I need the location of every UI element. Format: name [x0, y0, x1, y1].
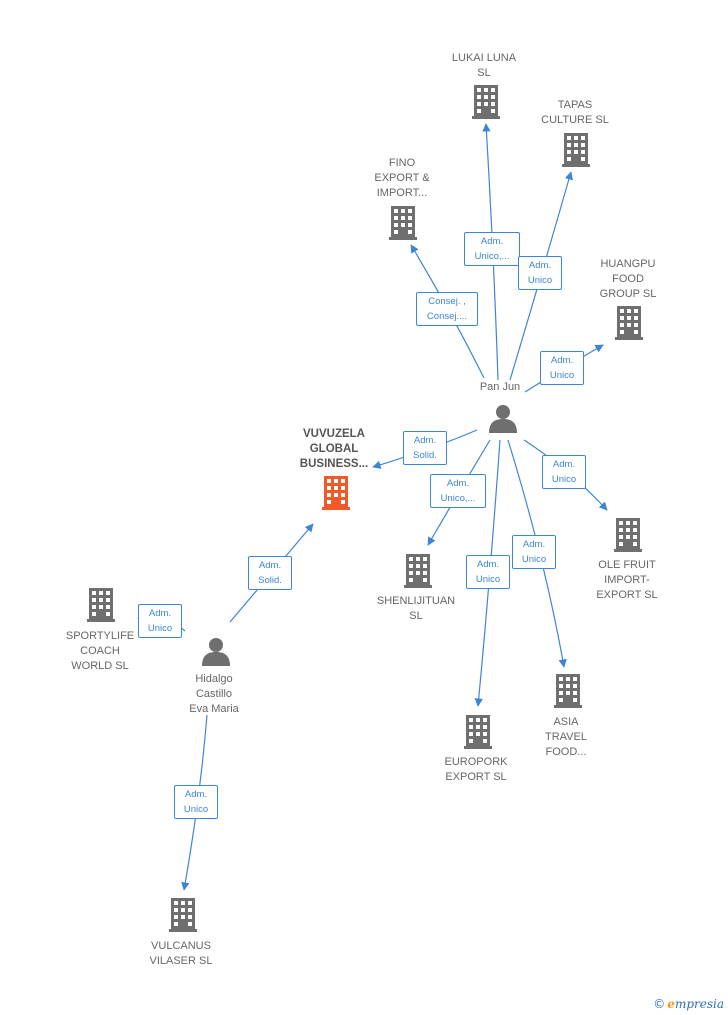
node-label-vuvuzela[interactable]: VUVUZELA GLOBAL BUSINESS... — [299, 428, 369, 470]
edge-label-hidalgo-to-vuvuzela[interactable]: Adm. Solid. — [248, 556, 292, 590]
building-icon-europork[interactable] — [464, 715, 492, 749]
edge-label-panjun-to-huangpu[interactable]: Adm. Unico — [540, 351, 584, 385]
edge-label-hidalgo-to-vulcanus[interactable]: Adm. Unico — [174, 785, 218, 819]
node-label-vulcanus[interactable]: VULCANUS VILASER SL — [149, 940, 213, 967]
edge-label-panjun-to-europork[interactable]: Adm. Unico — [466, 555, 510, 589]
building-icon-sportylife[interactable] — [87, 588, 115, 622]
node-label-huangpu[interactable]: HUANGPU FOOD GROUP SL — [599, 258, 657, 300]
building-icon-lukai[interactable] — [472, 85, 500, 119]
building-icon-vuvuzela[interactable] — [322, 476, 350, 510]
node-label-olefruit[interactable]: OLE FRUIT IMPORT- EXPORT SL — [596, 559, 658, 601]
logo-initial: e — [667, 997, 675, 1011]
edge-label-hidalgo-to-sportylife[interactable]: Adm. Unico — [138, 604, 182, 638]
building-icon-huangpu[interactable] — [615, 306, 643, 340]
person-icon-panjun[interactable] — [489, 405, 517, 433]
building-icon-asia[interactable] — [554, 674, 582, 708]
edge-label-panjun-to-fino[interactable]: Consej. , Consej.... — [416, 292, 478, 326]
edge-label-panjun-to-lukai[interactable]: Adm. Unico,... — [464, 232, 520, 266]
node-label-asia[interactable]: ASIA TRAVEL FOOD... — [545, 716, 587, 758]
edge-label-panjun-to-asia[interactable]: Adm. Unico — [512, 535, 556, 569]
node-label-fino[interactable]: FINO EXPORT & IMPORT... — [374, 157, 430, 199]
edge-label-panjun-to-olefruit[interactable]: Adm. Unico — [542, 455, 586, 489]
logo-text: mpresia — [674, 997, 724, 1011]
node-label-lukai[interactable]: LUKAI LUNA SL — [451, 52, 517, 79]
node-label-tapas[interactable]: TAPAS CULTURE SL — [541, 99, 609, 126]
node-label-europork[interactable]: EUROPORK EXPORT SL — [444, 756, 508, 783]
edge-label-panjun-to-shenli[interactable]: Adm. Unico,... — [430, 474, 486, 508]
node-label-hidalgo[interactable]: Hidalgo Castillo Eva Maria — [189, 673, 239, 715]
edge-label-panjun-to-tapas[interactable]: Adm. Unico — [518, 256, 562, 290]
node-label-sportylife[interactable]: SPORTYLIFE COACH WORLD SL — [65, 630, 135, 672]
person-icon-hidalgo[interactable] — [202, 638, 230, 666]
empresia-logo[interactable]: ©empresia — [653, 997, 724, 1011]
building-icon-vulcanus[interactable] — [169, 898, 197, 932]
node-label-panjun[interactable]: Pan Jun — [479, 381, 521, 393]
building-icon-olefruit[interactable] — [614, 518, 642, 552]
building-icon-fino[interactable] — [389, 206, 417, 240]
building-icon-shenli[interactable] — [404, 554, 432, 588]
edge-label-panjun-to-vuvuzela[interactable]: Adm. Solid. — [403, 431, 447, 465]
node-label-shenli[interactable]: SHENLIJITUAN SL — [376, 595, 456, 622]
building-icon-tapas[interactable] — [562, 133, 590, 167]
copyright-symbol: © — [653, 997, 666, 1011]
